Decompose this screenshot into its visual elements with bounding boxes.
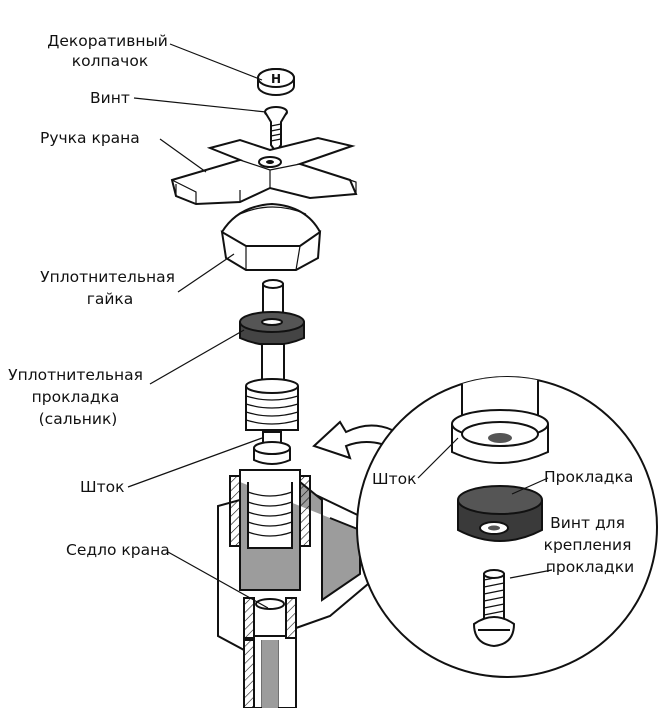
label-stem: Шток — [80, 478, 124, 496]
label-handle: Ручка крана — [40, 129, 140, 147]
label-packing-nut: Уплотнительная гайка — [40, 268, 180, 308]
label-detail-washer-screw: Винт для крепления прокладки — [544, 514, 637, 576]
leader-lines — [127, 43, 553, 609]
screw — [264, 106, 288, 154]
labels: Декоративный колпачок Винт Ручка крана У… — [8, 32, 637, 576]
faucet-body — [217, 469, 369, 708]
label-detail-washer: Прокладка — [544, 468, 633, 486]
detail-washer — [457, 485, 543, 542]
label-valve-seat: Седло крана — [66, 541, 170, 559]
label-screw: Винт — [90, 89, 130, 107]
decorative-cap: H — [257, 68, 295, 96]
faucet-handle — [170, 136, 358, 206]
label-detail-stem: Шток — [372, 470, 416, 488]
label-decorative-cap: Декоративный колпачок — [47, 32, 172, 70]
detail-arrow — [312, 420, 394, 460]
packing-nut — [220, 202, 322, 271]
label-packing-gasket: Уплотнительная прокладка (сальник) — [8, 366, 148, 428]
cap-mark: H — [271, 72, 281, 86]
detail-washer-screw — [472, 569, 516, 648]
detail-inset — [356, 376, 658, 678]
valve-stem — [239, 279, 305, 465]
